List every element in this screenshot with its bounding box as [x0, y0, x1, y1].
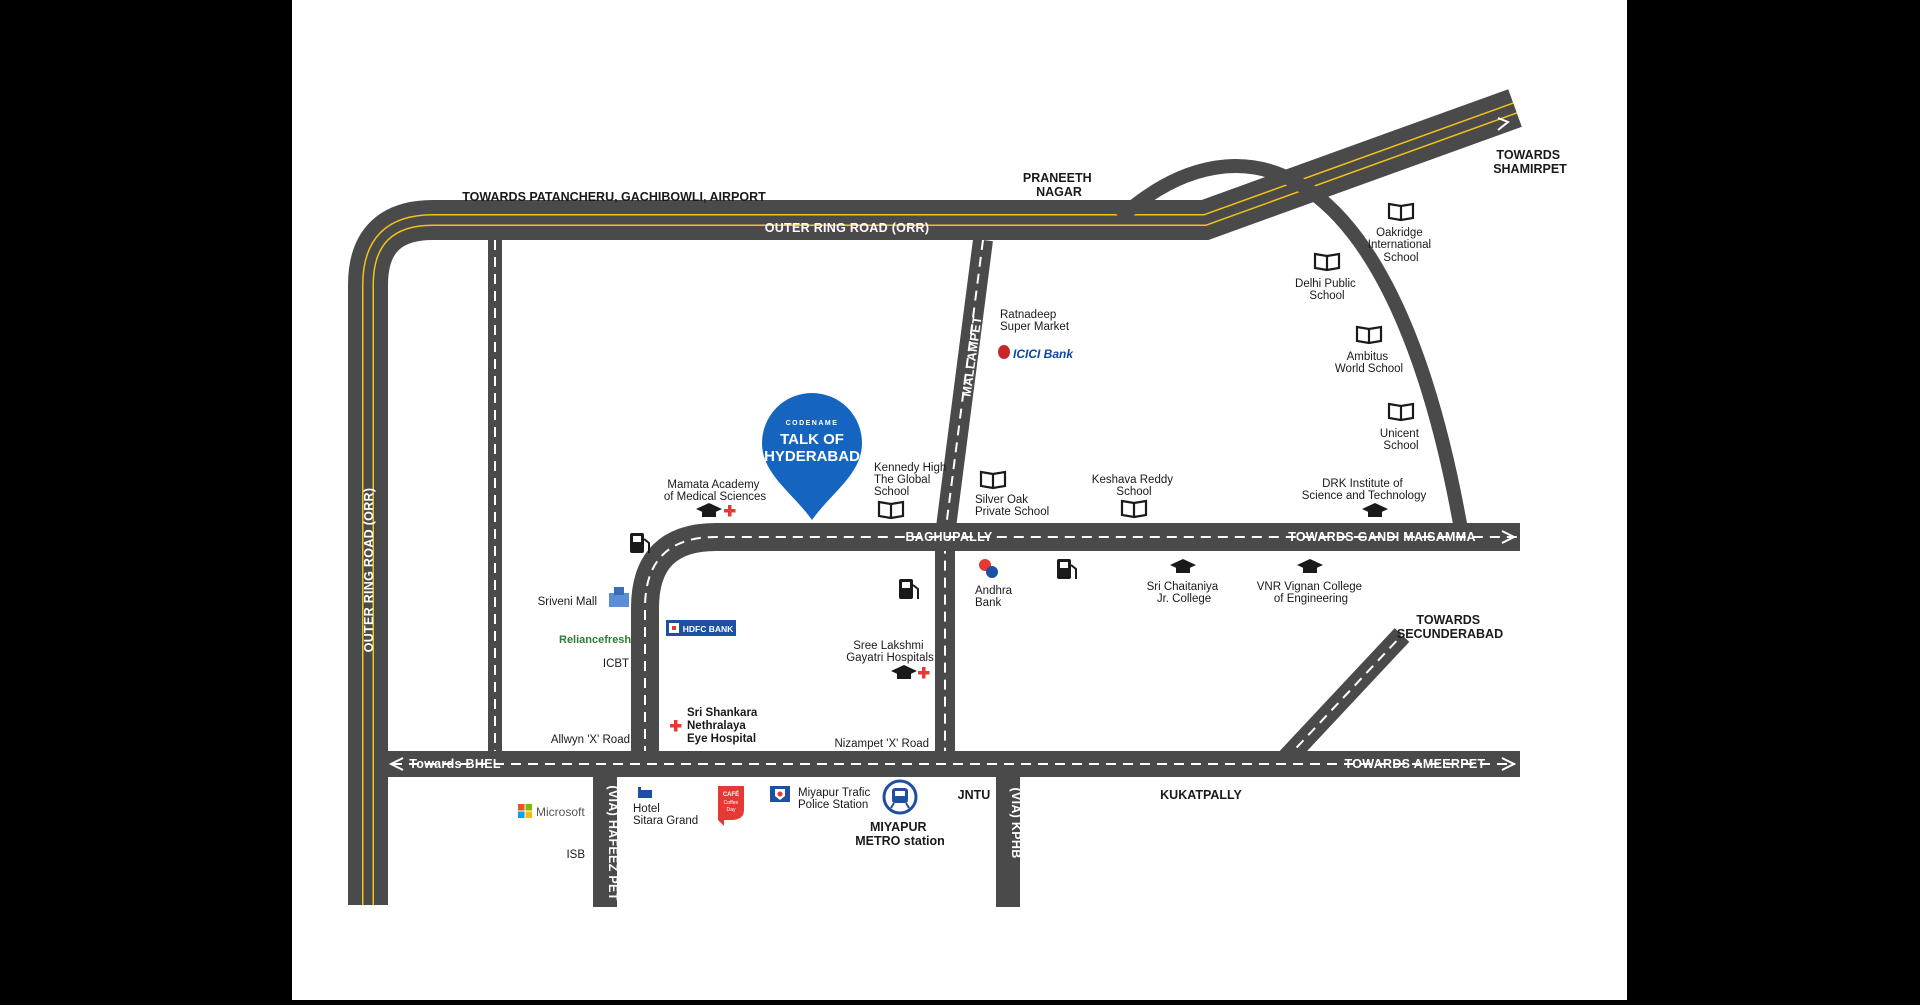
hdfc-bank-logo: HDFC BANK — [666, 620, 736, 636]
svg-text:HDFC BANK: HDFC BANK — [683, 624, 734, 634]
drk-label: DRK Institute of Science and Technology — [1302, 478, 1427, 502]
jntu-label: JNTU — [958, 788, 991, 802]
book-icon — [1313, 252, 1341, 272]
hospital-cross-icon — [918, 667, 930, 679]
andhra-label: Andhra Bank — [975, 585, 1015, 609]
unicent-label: Unicent School — [1380, 428, 1422, 452]
project-name-line1: TALK OF — [780, 431, 844, 448]
graduation-cap-icon — [696, 503, 722, 517]
hafeez-pet-label: (VIA) HAFEEZ PET — [606, 785, 620, 900]
graduation-cap-icon — [1170, 559, 1196, 573]
fuel-station-icon — [1057, 559, 1077, 579]
orr-road — [348, 89, 1522, 905]
cafe-coffee-day-logo: CAFÉ Coffee Day — [718, 786, 744, 826]
kphb-road — [996, 777, 1020, 907]
hotel-icon — [638, 787, 652, 798]
project-name-line2: HYDERABAD — [764, 448, 860, 465]
bhel-ameerpet-road — [388, 751, 1520, 777]
bachupally-road — [631, 523, 1520, 756]
silver-oak-label: Silver Oak Private School — [975, 494, 1049, 518]
book-icon — [979, 470, 1007, 490]
book-icon — [1355, 325, 1383, 345]
fuel-station-icon — [899, 579, 919, 599]
shankara-label: Sri Shankara Nethralaya Eye Hospital — [687, 707, 761, 745]
project-codename: CODENAME — [786, 420, 839, 427]
allwyn-label: Allwyn 'X' Road — [551, 734, 630, 746]
metro-label: MIYAPUR METRO station — [855, 820, 945, 848]
secunderabad-label: TOWARDS SECUNDERABAD — [1397, 613, 1503, 641]
chaitanya-label: Sri Chaitaniya Jr. College — [1147, 581, 1222, 605]
praneeth-nagar-label: PRANEETH NAGAR — [1023, 171, 1095, 199]
nizampet-label: Nizampet 'X' Road — [834, 738, 929, 750]
icici-bank-logo: ICICI Bank — [998, 345, 1074, 361]
book-icon — [877, 500, 905, 520]
hospital-cross-icon — [724, 505, 736, 517]
orr-top-label: OUTER RING ROAD (ORR) — [765, 221, 930, 235]
flyover-arc — [1115, 159, 1469, 537]
dps-label: Delhi Public School — [1295, 278, 1359, 302]
isb-label: ISB — [566, 849, 585, 861]
icbt-label: ICBT — [603, 658, 629, 670]
sitara-label: Hotel Sitara Grand — [633, 803, 698, 827]
reliance-fresh-logo: Reliancefresh — [559, 634, 631, 646]
ameerpet-arrow-icon — [1501, 757, 1517, 771]
graduation-cap-icon — [1297, 559, 1323, 573]
gandi-maisamma-arrow-icon — [1501, 530, 1517, 544]
keshava-label: Keshava Reddy School — [1092, 474, 1176, 498]
bhel-label: Towards BHEL — [409, 757, 501, 771]
svg-text:CAFÉ: CAFÉ — [723, 790, 739, 798]
location-pin-icon — [762, 393, 862, 520]
hospital-cross-icon — [670, 720, 682, 732]
svg-text:ICICI Bank: ICICI Bank — [1013, 347, 1074, 361]
mall-icon — [609, 587, 629, 607]
svg-text:Day: Day — [727, 807, 736, 813]
andhra-bank-logo — [979, 559, 998, 578]
shamirpet-arrow-icon — [1497, 117, 1510, 131]
svg-text:Microsoft: Microsoft — [536, 805, 585, 819]
graduation-cap-icon — [1362, 503, 1388, 517]
book-icon — [1120, 499, 1148, 519]
metro-icon — [882, 779, 918, 815]
kennedy-label: Kennedy High The Global School — [874, 462, 949, 498]
vnr-label: VNR Vignan College of Engineering — [1257, 581, 1365, 605]
ambitus-label: Ambitus World School — [1335, 351, 1403, 375]
graduation-cap-icon — [891, 665, 917, 679]
bhel-arrow-icon — [388, 757, 404, 771]
mamata-label: Mamata Academy of Medical Sciences — [664, 479, 767, 503]
book-icon — [1387, 202, 1415, 222]
sree-lakshmi-label: Sree Lakshmi Gayatri Hospitals — [846, 640, 934, 664]
shamirpet-label: TOWARDS SHAMIRPET — [1493, 148, 1567, 176]
orr-left-label: OUTER RING ROAD (ORR) — [362, 488, 376, 653]
hafeez-pet-road — [593, 777, 617, 907]
book-icon — [1387, 402, 1415, 422]
oakridge-label: Oakridge International School — [1368, 227, 1435, 264]
ratnadeep-label: Ratnadeep Super Market — [1000, 309, 1070, 333]
ameerpet-label: TOWARDS AMEERPET — [1345, 757, 1486, 771]
patancheru-label: TOWARDS PATANCHERU, GACHIBOWLI, AIRPORT — [462, 190, 766, 204]
fuel-station-icon — [630, 533, 650, 553]
microsoft-logo: Microsoft — [518, 804, 585, 819]
police-badge-icon — [770, 786, 790, 802]
sriveni-label: Sriveni Mall — [538, 596, 597, 608]
gandi-maisamma-label: TOWARDS GANDI MAISAMMA — [1288, 530, 1476, 544]
kphb-label: (VIA) KPHB — [1009, 787, 1023, 858]
secunderabad-road — [1277, 628, 1410, 767]
police-label: Miyapur Trafic Police Station — [798, 787, 873, 811]
svg-text:Coffee: Coffee — [724, 800, 739, 806]
kukatpally-label: KUKATPALLY — [1160, 788, 1242, 802]
project-marker[interactable]: CODENAME TALK OF HYDERABAD — [762, 393, 862, 520]
bachupally-label: BACHUPALLY — [905, 530, 992, 544]
